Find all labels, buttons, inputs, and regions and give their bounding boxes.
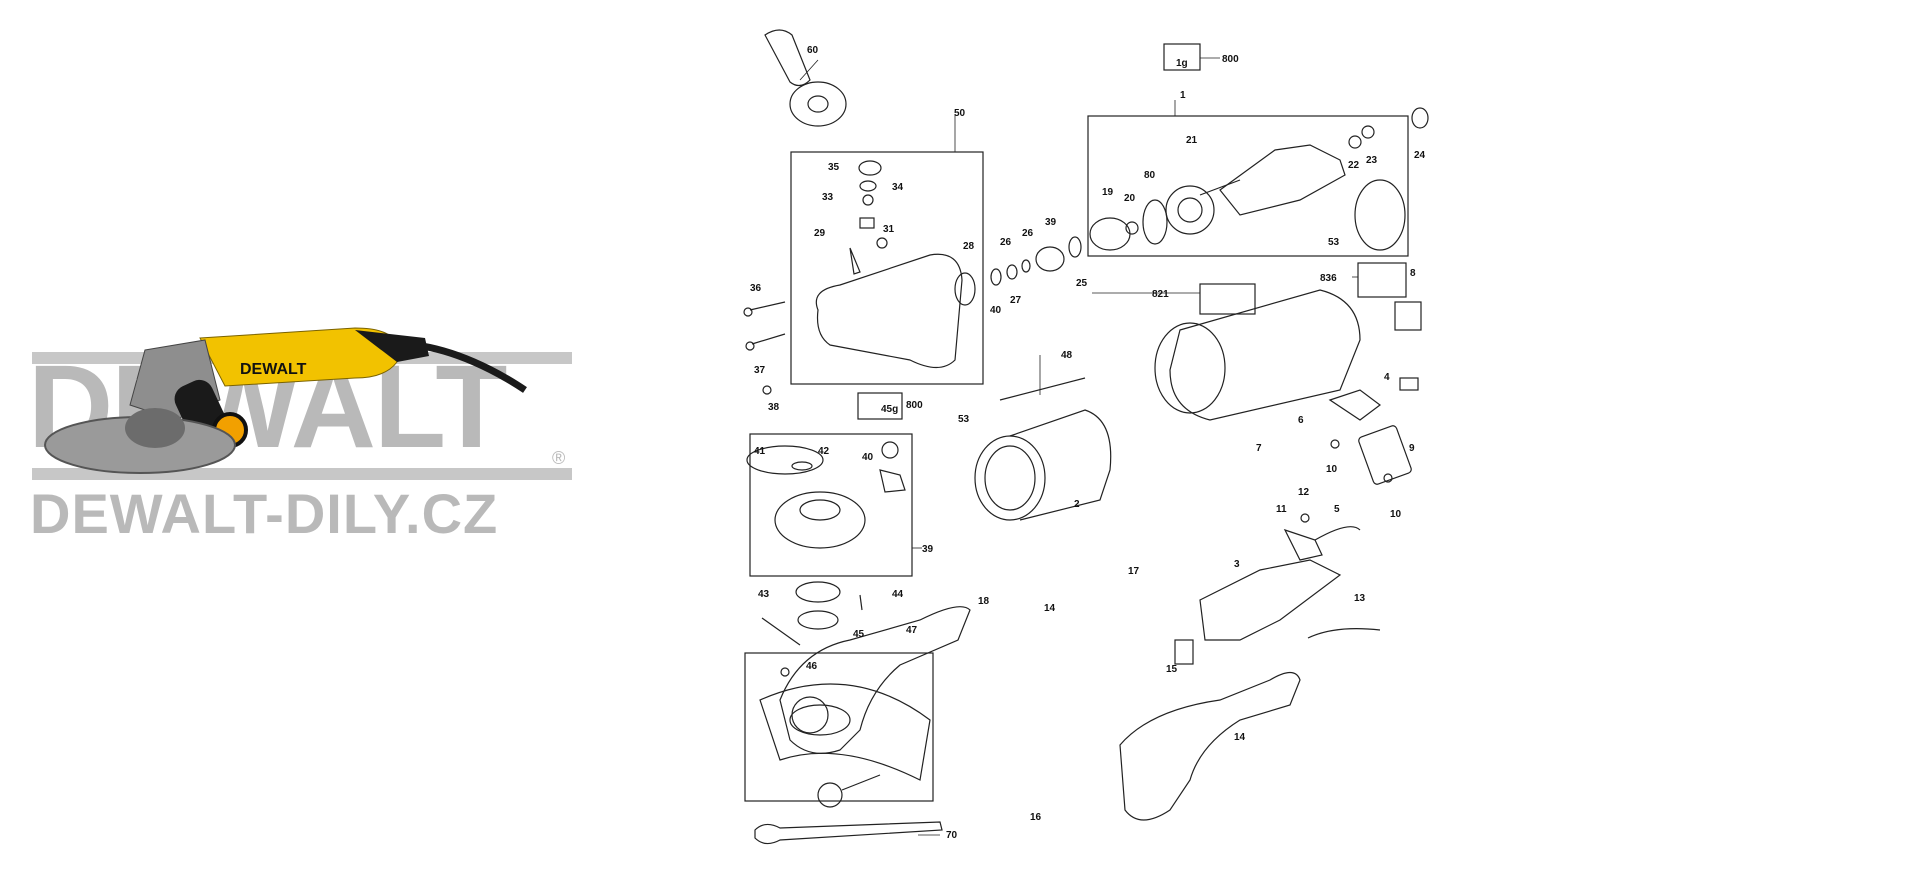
label-39-a: 39 <box>1045 217 1057 228</box>
label-28: 28 <box>963 241 975 252</box>
label-48: 48 <box>1061 350 1073 361</box>
label-13: 13 <box>1354 593 1366 604</box>
watermark-site: DEWALT-DILY.CZ <box>30 482 499 545</box>
label-29: 29 <box>814 228 826 239</box>
label-27: 27 <box>1010 295 1022 306</box>
label-14-a: 14 <box>1044 603 1056 614</box>
label-26-a: 26 <box>1000 237 1012 248</box>
exploded-parts-diagram: 60 50 35 34 33 29 31 28 36 37 38 45g 800… <box>743 29 1429 845</box>
label-40-a: 40 <box>990 305 1002 316</box>
label-21: 21 <box>1186 135 1198 146</box>
label-24: 24 <box>1414 150 1426 161</box>
label-3: 3 <box>1234 559 1240 570</box>
label-23: 23 <box>1366 155 1378 166</box>
label-15: 15 <box>1166 664 1178 675</box>
label-1g: 1g <box>1176 58 1188 69</box>
label-22: 22 <box>1348 160 1360 171</box>
label-43: 43 <box>758 589 770 600</box>
label-38: 38 <box>768 402 780 413</box>
label-9: 9 <box>1409 443 1415 454</box>
label-1: 1 <box>1180 90 1186 101</box>
label-800-a: 800 <box>906 400 923 411</box>
label-821: 821 <box>1152 289 1169 300</box>
label-12: 12 <box>1298 487 1310 498</box>
label-18: 18 <box>978 596 990 607</box>
label-80: 80 <box>1144 170 1156 181</box>
label-20: 20 <box>1124 193 1136 204</box>
label-47: 47 <box>906 625 918 636</box>
label-10-b: 10 <box>1390 509 1402 520</box>
label-35: 35 <box>828 162 840 173</box>
label-19: 19 <box>1102 187 1114 198</box>
label-4: 4 <box>1384 372 1390 383</box>
label-8: 8 <box>1410 268 1416 279</box>
label-10-a: 10 <box>1326 464 1338 475</box>
label-53-b: 53 <box>958 414 970 425</box>
label-53-a: 53 <box>1328 237 1340 248</box>
label-60: 60 <box>807 45 819 56</box>
label-5: 5 <box>1334 504 1340 515</box>
label-31: 31 <box>883 224 895 235</box>
registered-mark: ® <box>552 448 566 468</box>
product-panel: DEWALT ® DEWALT-DILY.CZ DEWALT <box>0 0 600 876</box>
label-46: 46 <box>806 661 818 672</box>
label-45: 45 <box>853 629 865 640</box>
label-39-b: 39 <box>922 544 934 555</box>
label-800-b: 800 <box>1222 54 1239 65</box>
label-6: 6 <box>1298 415 1304 426</box>
label-836: 836 <box>1320 273 1337 284</box>
label-11: 11 <box>1276 504 1287 515</box>
label-33: 33 <box>822 192 834 203</box>
label-36: 36 <box>750 283 762 294</box>
label-26-b: 26 <box>1022 228 1034 239</box>
label-50: 50 <box>954 108 966 119</box>
label-17: 17 <box>1128 566 1140 577</box>
label-25: 25 <box>1076 278 1088 289</box>
label-37: 37 <box>754 365 766 376</box>
label-44: 44 <box>892 589 904 600</box>
label-41: 41 <box>754 446 766 457</box>
label-14-b: 14 <box>1234 732 1246 743</box>
label-42: 42 <box>818 446 830 457</box>
label-70: 70 <box>946 830 958 841</box>
label-16: 16 <box>1030 812 1042 823</box>
angle-grinder-image: DEWALT <box>44 327 527 474</box>
grinder-logo: DEWALT <box>240 361 307 378</box>
label-40-b: 40 <box>862 452 874 463</box>
label-2: 2 <box>1074 499 1080 510</box>
label-45g: 45g <box>881 404 898 415</box>
label-7: 7 <box>1256 443 1262 454</box>
label-34: 34 <box>892 182 904 193</box>
